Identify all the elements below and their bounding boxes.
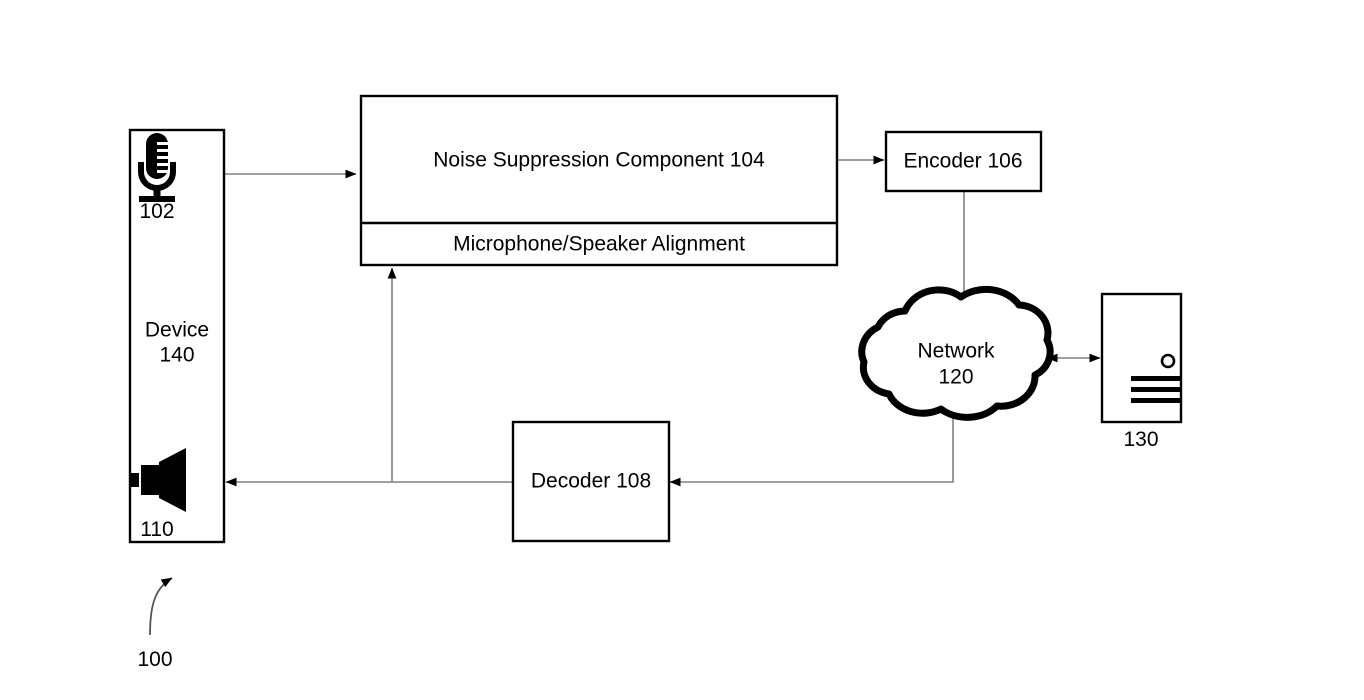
figure-lead-line — [149, 577, 173, 636]
microphone-reference-label: 102 — [139, 200, 174, 223]
microphone-icon — [138, 133, 176, 202]
noise-suppression-component-box[interactable] — [359, 94, 839, 267]
network-label-number: 120 — [938, 366, 973, 389]
figure-reference-label: 100 — [137, 648, 172, 671]
server-reference-label: 130 — [1123, 428, 1158, 451]
speaker-reference-label: 110 — [140, 518, 173, 541]
microphone-speaker-alignment-label: Microphone/Speaker Alignment — [453, 233, 745, 256]
device-label-name: Device — [145, 319, 209, 342]
encoder-label: Encoder 106 — [903, 150, 1022, 173]
decoder-label: Decoder 108 — [531, 470, 651, 493]
encoder-box[interactable] — [884, 130, 1043, 193]
decoder-box[interactable] — [511, 420, 671, 543]
network-label-name: Network — [917, 340, 995, 363]
device-label-number: 140 — [159, 344, 194, 367]
network-cloud[interactable] — [858, 285, 1054, 421]
speaker-icon — [131, 448, 186, 512]
noise-suppression-title: Noise Suppression Component 104 — [433, 149, 765, 172]
connector-network-to-decoder — [669, 412, 954, 487]
server-icon — [1131, 353, 1181, 403]
